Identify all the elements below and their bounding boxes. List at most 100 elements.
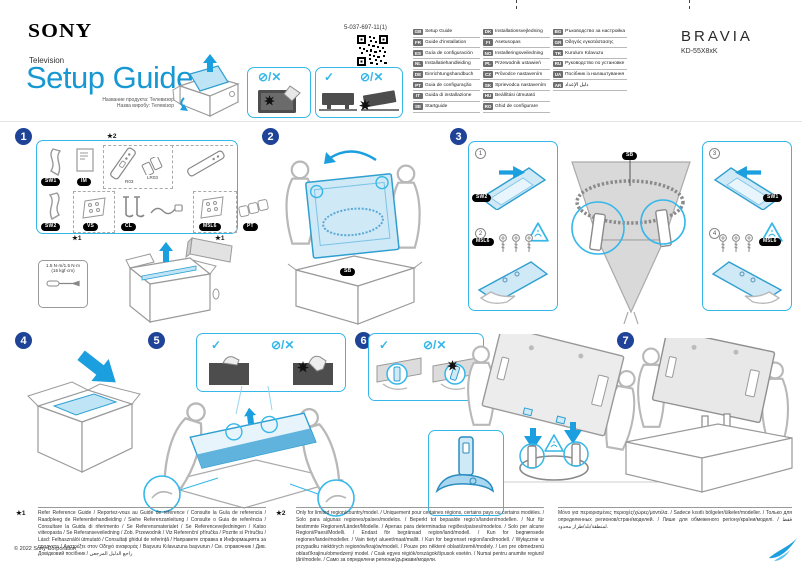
remote-control-icon [110, 147, 136, 180]
prohibit-cross-icon: ⊘/✕ [271, 338, 295, 352]
fold-packaging-into-box-illustration [27, 350, 141, 473]
document-number: 5-037-697-11(1) [344, 25, 387, 31]
language-title: Einrichtungshandbuch [425, 72, 474, 78]
language-title: Посібник із налаштування [565, 72, 625, 78]
torque-value-kgf: (15 kgf·cm) [51, 268, 75, 273]
tv-facedown-attach-legs-illustration [571, 156, 691, 324]
three-screws-icon [719, 234, 753, 253]
torque-value: 1.5 N·m/1.5 N·m [46, 263, 80, 268]
language-code-badge: HU [483, 92, 493, 100]
language-code-badge: NO [483, 50, 493, 57]
warning-box-tv-orientation: ✓ ⊘/✕ [315, 67, 403, 118]
language-code-badge: GB [413, 28, 423, 36]
footnote-star2-text: Only for limited region/country/model. /… [296, 507, 544, 564]
part-label-sw1: SW1 [41, 178, 61, 186]
step-5-badge: 5 [148, 332, 165, 349]
screw-leg-sw1-illustration [711, 261, 783, 305]
product-name-ua: Назва виробу: Телевізор [116, 103, 174, 109]
language-code-badge: PL [483, 60, 493, 68]
leg-seated-ok-pictogram-icon [376, 357, 422, 391]
language-title: Guia de configuração [425, 82, 472, 88]
substep-3-badge: 3 [709, 148, 720, 159]
language-code-badge: AR [553, 82, 563, 89]
language-code-badge: DE [413, 71, 423, 78]
cable-holder-cl-icon [123, 196, 145, 218]
step6-stand-warning-box: ✓ ⊘/✕ [368, 333, 484, 401]
part-label-r03: R03 [125, 179, 134, 184]
check-icon: ✓ [324, 70, 335, 84]
two-people-lift-tv-illustration [285, 150, 423, 325]
language-title: Guida di installazione [425, 93, 472, 99]
language-title: Przewodnik ustawień [495, 61, 541, 67]
screw-sheet-vs-icon [82, 197, 106, 219]
model-number: KD-55X8xK [681, 48, 718, 55]
open-box-illustration [172, 54, 240, 117]
grab-screen-prohibited-pictogram-icon [293, 355, 333, 385]
lay-tv-facedown-illustration [143, 386, 355, 517]
footnote-star1-text: Refer Reference Guide / Reportez-vous au… [38, 507, 266, 557]
language-code-badge: SE [413, 103, 423, 110]
prohibit-cross-icon: ⊘/✕ [258, 70, 282, 84]
language-title: Guía de configuración [425, 50, 473, 56]
torque-spec-box: 1.5 N·m/1.5 N·m (15 kgf·cm) [38, 260, 88, 308]
footnote-continuation-text: Μόνο για περιορισμένες περιοχές/χώρες/μο… [558, 507, 792, 530]
language-code-badge: CZ [483, 71, 493, 78]
bravia-block: BRAVIA KD-55X8xK [681, 28, 753, 55]
remote-batteries-cell [103, 145, 173, 189]
sony-wing-logo [769, 538, 797, 561]
ac-cord-icon [150, 204, 183, 215]
language-code-badge: RU [553, 60, 563, 68]
header-divider [0, 121, 802, 122]
language-title: Ghid de configurare [495, 104, 538, 110]
step3-left-panel: 1 SW2 2 M5L6 [468, 141, 558, 311]
stand-closeup-illustration [435, 436, 495, 494]
language-title: Οδηγός εγκατάστασης [565, 40, 614, 46]
stand-leg-sw2-icon [48, 192, 60, 220]
part-label-cl: CL [121, 223, 137, 231]
star1-marker: ★1 [215, 235, 225, 242]
star1-marker: ★1 [72, 235, 82, 242]
part-label-m5l6: M5L6 [759, 238, 781, 246]
language-title: Beállítási útmutató [495, 93, 536, 99]
part-label-im: IM [77, 178, 91, 186]
language-title: Installatiehandleiding [425, 61, 471, 67]
step-3-badge: 3 [450, 128, 467, 145]
language-title: Setup Guide [425, 29, 453, 35]
press-screen-pictogram-icon [258, 85, 301, 113]
stand-tv-upright-illustration [452, 334, 664, 483]
stand-detail-box [428, 430, 504, 516]
step5-handling-warning-box: ✓ ⊘/✕ [196, 333, 346, 392]
tv-on-edge-prohibited-pictogram-icon [359, 90, 399, 111]
part-label-sb: SB [340, 268, 356, 276]
language-title: Installationsvejledning [495, 29, 543, 35]
language-code-badge: TR [553, 50, 563, 57]
language-code-badge: NL [413, 60, 423, 68]
screw-leg-sw2-illustration [477, 261, 549, 305]
vs-cell [73, 191, 115, 233]
footnote-star2-marker: ★2 [276, 510, 286, 517]
language-code-badge: ES [413, 50, 423, 57]
step-2-badge: 2 [262, 128, 279, 145]
step3-right-panel: 3 SW1 4 M5L6 [702, 141, 792, 311]
stand-leg-sw1-icon [50, 148, 62, 176]
language-title: Guide d'installation [425, 40, 467, 46]
language-code-badge: PT [413, 82, 423, 89]
check-icon: ✓ [379, 338, 390, 352]
part-label-m5l6: M5L6 [472, 238, 494, 246]
language-code-badge: DK [483, 28, 493, 36]
page-title: Setup Guide [26, 60, 193, 95]
